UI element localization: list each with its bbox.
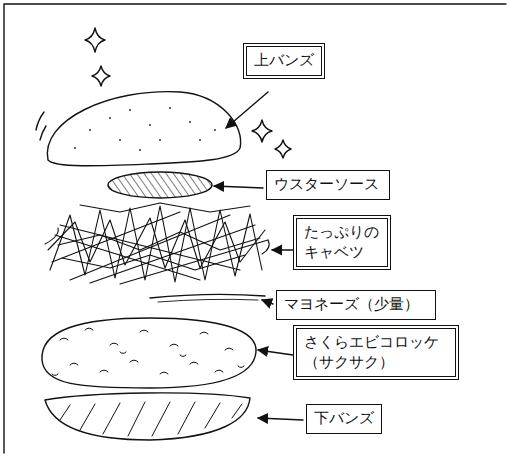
part-label: さくらエビコロッケ （サクサク） <box>304 333 448 372</box>
part-label: たっぷりの キャベツ <box>304 223 380 262</box>
label-box: たっぷりの キャベツ <box>296 218 388 267</box>
mayo <box>158 299 258 302</box>
part-label: 下バンズ <box>314 409 374 429</box>
label-box: マヨネーズ（少量） <box>276 290 436 320</box>
label-box: ウスターソース <box>266 170 390 200</box>
label-box: さくらエビコロッケ （サクサク） <box>296 328 456 377</box>
part-label: マヨネーズ（少量） <box>284 295 428 315</box>
mayo <box>150 294 265 298</box>
bottom-bun <box>45 393 250 440</box>
part-label: 上バンズ <box>254 51 314 71</box>
label-box: 下バンズ <box>306 404 382 434</box>
cabbage <box>45 203 269 284</box>
croquette <box>42 318 256 388</box>
top-bun <box>36 92 241 166</box>
frame <box>4 4 506 453</box>
leader-arrow <box>214 92 303 420</box>
label-box: 上バンズ <box>246 46 322 76</box>
sauce <box>108 172 212 198</box>
part-label: ウスターソース <box>274 175 382 195</box>
